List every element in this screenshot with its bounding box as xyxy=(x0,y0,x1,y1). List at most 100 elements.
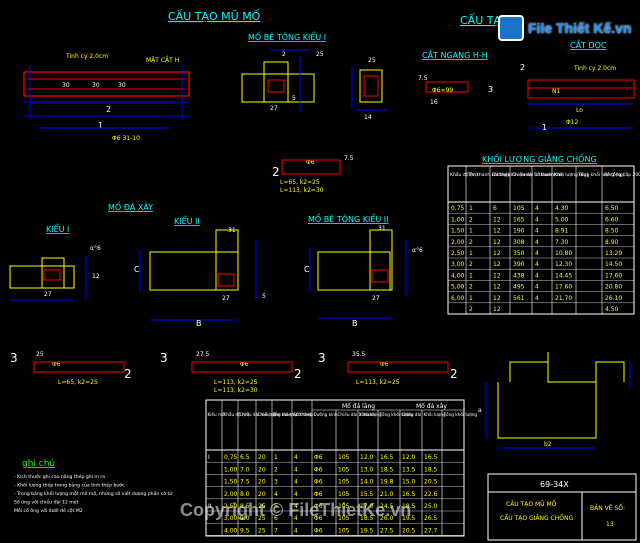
table-right-cell: 17.60 xyxy=(555,284,572,291)
table-right-cell: 2 xyxy=(469,284,473,291)
title-kieu-2: KIỂU II xyxy=(174,214,200,226)
note-line: - Khối lượng thép trong bảng của tính th… xyxy=(14,482,125,489)
table-bottom-cell: 1,50 xyxy=(224,479,238,486)
svg-text:25: 25 xyxy=(316,51,324,58)
table-bottom-cell: 4 xyxy=(294,479,298,486)
table-bottom-cell: 18.5 xyxy=(380,466,394,473)
drawing-number: 69-34X xyxy=(540,480,569,489)
formula-6: L=65, k2=25 xyxy=(58,379,98,386)
table-right-cell: 12 xyxy=(493,284,501,291)
table-right-cell: 4 xyxy=(535,272,539,279)
table-right-cell: 12 xyxy=(493,306,501,313)
table-bottom-cell: 1 xyxy=(274,454,278,461)
table-bottom-cell: 19.5 xyxy=(360,527,374,534)
svg-text:27: 27 xyxy=(44,291,52,298)
mo-be-tong-kieu-2-drawing: 31 27 C B α°6 xyxy=(304,225,423,328)
formula-5: L=113, k2=25 xyxy=(356,379,400,386)
table-bottom-group-1: Mố đá lăng xyxy=(342,403,375,410)
table-bottom-cell: 4 xyxy=(294,515,298,522)
svg-text:30: 30 xyxy=(62,82,70,89)
table-bottom-cell: 6.5 xyxy=(240,454,250,461)
svg-text:7.5: 7.5 xyxy=(418,75,428,82)
table-bottom-cell: 5 xyxy=(274,503,278,510)
table-bottom-cell: 3,00 xyxy=(224,515,238,522)
table-bottom-cell: 2,00 xyxy=(224,491,238,498)
table-right-cell: 1 xyxy=(469,295,473,302)
svg-text:α°6: α°6 xyxy=(412,247,423,254)
table-right-header: Số thanh xyxy=(534,171,554,178)
label-tinh-cy: Tinh cy 2.0cm xyxy=(65,53,108,60)
note-line: Mỗi cố ống với dưới đề cột M2 xyxy=(14,506,83,514)
table-bottom-cell: 1,00 xyxy=(224,466,238,473)
svg-text:3: 3 xyxy=(160,351,168,365)
table-right-cell: 4,00 xyxy=(451,272,465,279)
table-bottom-cell: 4 xyxy=(294,503,298,510)
svg-text:1: 1 xyxy=(98,121,103,130)
table-right-cell: 2,00 xyxy=(451,239,465,246)
table-right-cell: 1 xyxy=(469,250,473,257)
table-right-cell: 8.91 xyxy=(555,228,569,235)
table-right-cell: 2 xyxy=(469,216,473,223)
table-right-cell: 12 xyxy=(493,216,501,223)
table-right-cell: 12 xyxy=(493,272,501,279)
table-right-header: Bê tông cấp 200 (m³) xyxy=(604,171,640,178)
svg-text:27: 27 xyxy=(270,105,278,112)
table-bottom-cell: 20.5 xyxy=(424,479,438,486)
table-right-cell: 13.20 xyxy=(605,250,622,257)
table-bottom-cell: 16.5 xyxy=(380,454,394,461)
table-right-cell: 4.50 xyxy=(605,306,619,313)
table-right-cell: 10.80 xyxy=(555,250,572,257)
table-bottom-cell: 20 xyxy=(258,454,266,461)
table-bottom-cell: 105 xyxy=(338,454,350,461)
table-bottom-header: Khẩu độ (m) xyxy=(224,412,250,417)
table-bottom-cell: 7 xyxy=(274,527,278,534)
table-right-cell: 4 xyxy=(535,295,539,302)
kieu-1-drawing: 27 12 α°6 xyxy=(9,245,101,301)
table-right-cell: 2 xyxy=(469,239,473,246)
svg-text:C: C xyxy=(304,265,310,274)
table-bottom-cell: 3 xyxy=(274,479,278,486)
svg-text:B: B xyxy=(196,319,202,328)
table-right-cell: 561 xyxy=(513,295,525,302)
table-bottom-cell: 25 xyxy=(258,527,266,534)
table-right-cell: 4 xyxy=(535,261,539,268)
table-bottom-cell: 8.5 xyxy=(240,503,250,510)
table-bottom-cell: 20 xyxy=(258,466,266,473)
table-bottom-cell: 105 xyxy=(338,479,350,486)
table-right-cell: 6.50 xyxy=(605,205,619,212)
table-right-cell: 1,00 xyxy=(451,216,465,223)
note-line: - Trong bảng khối lượng một mố mố, những… xyxy=(14,489,173,497)
table-right-cell: 5.00 xyxy=(555,216,569,223)
formula-1: L=65, k2=25 xyxy=(280,179,320,186)
table-right-cell: 2,50 xyxy=(451,250,465,257)
table-right-header: Tổng khối lượng (kg) xyxy=(577,171,625,178)
table-right-cell: 4 xyxy=(535,250,539,257)
table-bottom-header: Khối lượng xyxy=(360,412,382,417)
svg-text:14: 14 xyxy=(364,114,372,121)
table-right-cell: 4 xyxy=(535,216,539,223)
formula-2: L=113, k2=30 xyxy=(280,187,324,194)
table-bottom-cell: 18.5 xyxy=(402,503,416,510)
table-right-cell: 26.10 xyxy=(605,295,622,302)
svg-text:25: 25 xyxy=(368,57,376,64)
table-right-cell: 12 xyxy=(493,239,501,246)
table-bottom-cell: 4 xyxy=(294,491,298,498)
sheet-label: BẢN VẼ SỐ: xyxy=(590,504,625,512)
svg-text:2: 2 xyxy=(124,367,132,381)
table-bottom-cell: Φ6 xyxy=(314,479,323,486)
table-right-cell: 8.90 xyxy=(605,239,619,246)
table-right-cell: 438 xyxy=(513,272,525,279)
label-phi12: Φ12 xyxy=(566,119,579,126)
table-right-cell: 7.30 xyxy=(555,239,569,246)
svg-text:α°6: α°6 xyxy=(90,245,101,252)
title-khoi-luong: KHỐI LƯỢNG GIẰNG CHỐNG xyxy=(482,152,597,164)
title-block: 69-34X CẤU TẠO MŨ MỐ CẤU TẠO GIẰNG CHỐNG… xyxy=(487,473,637,541)
svg-text:2: 2 xyxy=(282,51,286,58)
table-bottom-cell: 13.0 xyxy=(360,466,374,473)
table-right-cell: 105 xyxy=(513,205,525,212)
mo-be-tong-kieu-1-drawing: 25 2 27 5 xyxy=(241,49,324,112)
table-bottom-cell: 20 xyxy=(258,479,266,486)
table-bottom-cell: 20 xyxy=(258,491,266,498)
title-cat-ngang: CẮT NGANG H-H xyxy=(422,48,488,60)
